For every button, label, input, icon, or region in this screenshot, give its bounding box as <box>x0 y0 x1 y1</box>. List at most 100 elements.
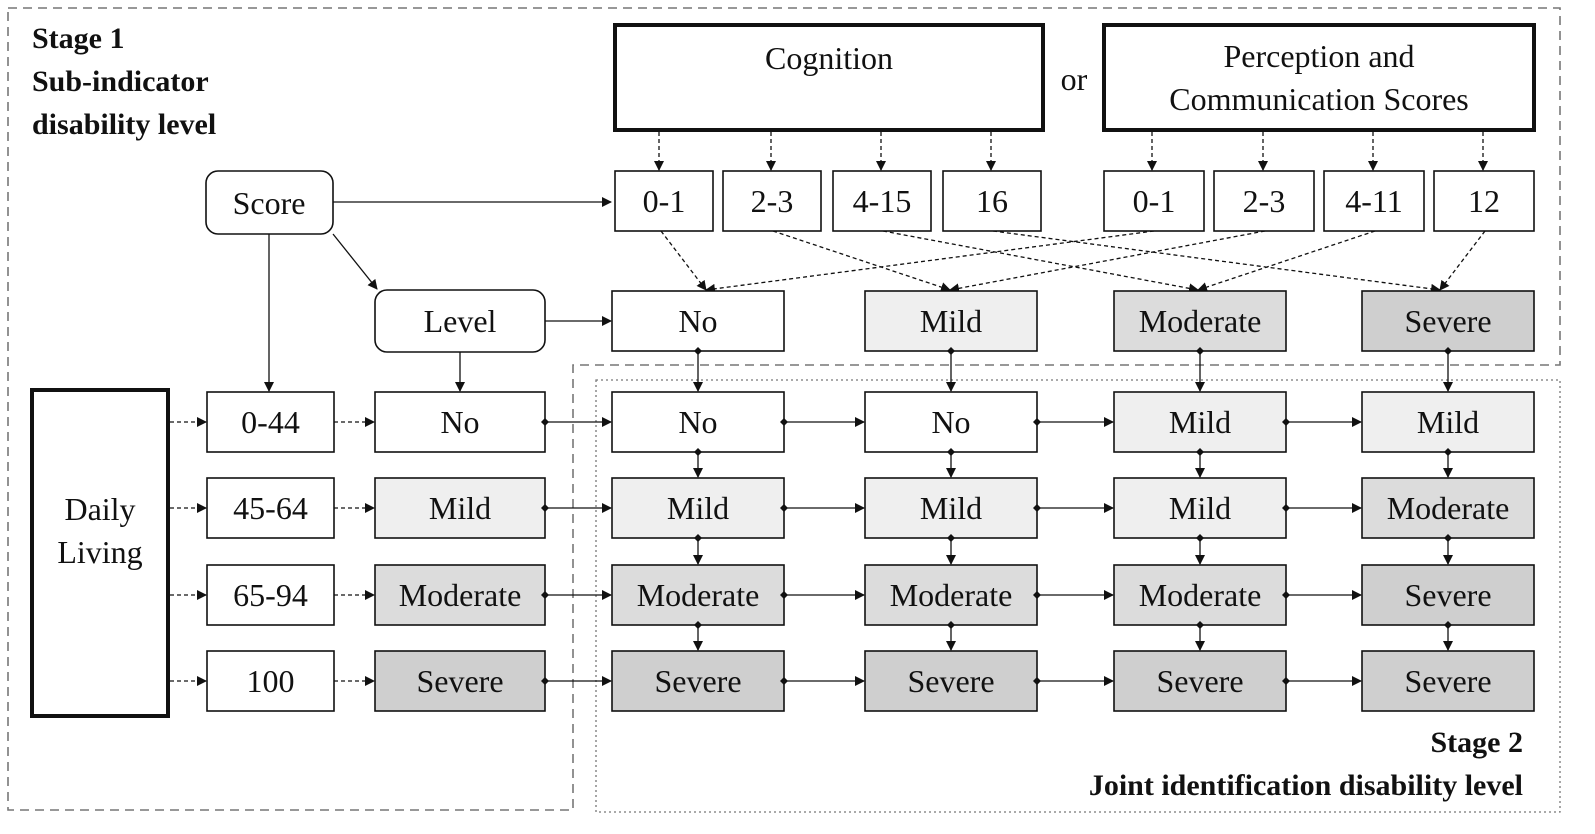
cognition-range-2: 2-3 <box>722 170 822 232</box>
matrix-cell-r3-c1-label: Moderate <box>637 577 760 613</box>
cognition-range-2-label: 2-3 <box>751 183 794 219</box>
daily-level-mild-label: Mild <box>429 490 491 526</box>
daily-range-3-label: 65-94 <box>233 577 308 613</box>
daily-level-moderate: Moderate <box>374 564 546 626</box>
matrix-cell-r4-c1-rect <box>611 650 785 712</box>
cognition-range-4-rect <box>942 170 1042 232</box>
daily-level-moderate-rect <box>374 564 546 626</box>
matrix-cell-r3-c2-rect <box>864 564 1038 626</box>
perception-range-2-rect <box>1213 170 1315 232</box>
perception-range-3-label: 4-11 <box>1345 183 1402 219</box>
sub-level-mild: Mild <box>864 290 1038 352</box>
stage1-subtitle-2: disability level <box>32 108 216 141</box>
matrix-cell-r4-c4: Severe <box>1361 650 1535 712</box>
matrix-cell-r2-c3-rect <box>1113 477 1287 539</box>
cognition-range-4-label: 16 <box>976 183 1008 219</box>
daily-living-box <box>30 388 170 718</box>
daily-range-3: 65-94 <box>206 564 335 626</box>
cognition-range-3-rect <box>832 170 932 232</box>
matrix-cell-r3-c2-label: Moderate <box>890 577 1013 613</box>
matrix-cell-r2-c2: Mild <box>864 477 1038 539</box>
perception-label-line1: Perception and <box>1223 38 1414 74</box>
sub-level-moderate: Moderate <box>1113 290 1287 352</box>
sub-level-no: No <box>611 290 785 352</box>
stage2-subtitle: Joint identification disability level <box>1089 769 1523 802</box>
perception-label-line2: Communication Scores <box>1169 81 1469 117</box>
stage1-title: Stage 1 <box>32 22 125 55</box>
stage1-subtitle: Sub-indicator <box>32 65 209 98</box>
sub-level-mild-rect <box>864 290 1038 352</box>
perception-range-2-label: 2-3 <box>1243 183 1286 219</box>
level-label: Level <box>424 303 497 339</box>
daily-level-no-label: No <box>440 404 479 440</box>
matrix-cell-r2-c4-rect <box>1361 477 1535 539</box>
cognition-range-2-rect <box>722 170 822 232</box>
daily-level-mild: Mild <box>374 477 546 539</box>
daily-level-mild-rect <box>374 477 546 539</box>
cognition-range-4: 16 <box>942 170 1042 232</box>
matrix-cell-r3-c2: Moderate <box>864 564 1038 626</box>
perception-range-1-rect <box>1103 170 1205 232</box>
sub-level-moderate-rect <box>1113 290 1287 352</box>
or-label: or <box>1061 61 1088 97</box>
daily-level-severe: Severe <box>374 650 546 712</box>
matrix-cell-r4-c3: Severe <box>1113 650 1287 712</box>
cognition-range-1-label: 0-1 <box>643 183 686 219</box>
matrix-cell-r1-c1-label: No <box>678 404 717 440</box>
perception-range-4: 12 <box>1433 170 1535 232</box>
daily-level-severe-label: Severe <box>416 663 503 699</box>
score-range-boxes: 0-1 2-3 4-15 16 0-1 2-3 4-11 12 <box>614 170 1535 232</box>
matrix-cell-r3-c4-label: Severe <box>1404 577 1491 613</box>
cognition-range-1-rect <box>614 170 714 232</box>
sub-level-moderate-label: Moderate <box>1139 303 1262 339</box>
matrix-cell-r2-c1: Mild <box>611 477 785 539</box>
matrix-cell-r2-c3-label: Mild <box>1169 490 1231 526</box>
daily-living-label-line1: Daily <box>64 491 135 527</box>
sub-level-severe: Severe <box>1361 290 1535 352</box>
matrix-cell-r2-c4: Moderate <box>1361 477 1535 539</box>
matrix-cell-r1-c4-label: Mild <box>1417 404 1479 440</box>
daily-range-4: 100 <box>206 650 335 712</box>
cognition-box <box>613 23 1045 132</box>
daily-range-2-label: 45-64 <box>233 490 308 526</box>
matrix-cell-r2-c2-label: Mild <box>920 490 982 526</box>
perception-range-1: 0-1 <box>1103 170 1205 232</box>
cognition-range-1: 0-1 <box>614 170 714 232</box>
matrix-cell-r3-c3-label: Moderate <box>1139 577 1262 613</box>
perception-range-2: 2-3 <box>1213 170 1315 232</box>
matrix-cell-r2-c1-label: Mild <box>667 490 729 526</box>
daily-level-severe-rect <box>374 650 546 712</box>
sub-level-severe-rect <box>1361 290 1535 352</box>
daily-level-no-rect <box>374 391 546 453</box>
perception-range-1-label: 0-1 <box>1133 183 1176 219</box>
daily-range-1: 0-44 <box>206 391 335 453</box>
matrix-cell-r4-c4-label: Severe <box>1404 663 1491 699</box>
perception-range-3-rect <box>1323 170 1425 232</box>
matrix-cell-r3-c4-rect <box>1361 564 1535 626</box>
perception-range-4-rect <box>1433 170 1535 232</box>
stage1-frame <box>7 7 1561 811</box>
matrix-cell-r1-c2-rect <box>864 391 1038 453</box>
daily-range-3-rect <box>206 564 335 626</box>
daily-range-1-rect <box>206 391 335 453</box>
matrix-cell-r1-c1: No <box>611 391 785 453</box>
daily-level-moderate-label: Moderate <box>399 577 522 613</box>
sub-level-mild-label: Mild <box>920 303 982 339</box>
perception-range-4-label: 12 <box>1468 183 1500 219</box>
matrix-cell-r4-c2-label: Severe <box>907 663 994 699</box>
sub-level-no-rect <box>611 290 785 352</box>
matrix-cell-r3-c3-rect <box>1113 564 1287 626</box>
daily-range-1-label: 0-44 <box>241 404 300 440</box>
matrix-cell-r2-c4-label: Moderate <box>1387 490 1510 526</box>
daily-range-2: 45-64 <box>206 477 335 539</box>
matrix-cell-r1-c3-label: Mild <box>1169 404 1231 440</box>
sub-level-no-label: No <box>678 303 717 339</box>
daily-range-4-rect <box>206 650 335 712</box>
score-label: Score <box>233 185 306 221</box>
matrix-cell-r4-c1: Severe <box>611 650 785 712</box>
perception-box <box>1102 23 1536 132</box>
cognition-label: Cognition <box>765 40 893 76</box>
cognition-range-3-label: 4-15 <box>853 183 912 219</box>
